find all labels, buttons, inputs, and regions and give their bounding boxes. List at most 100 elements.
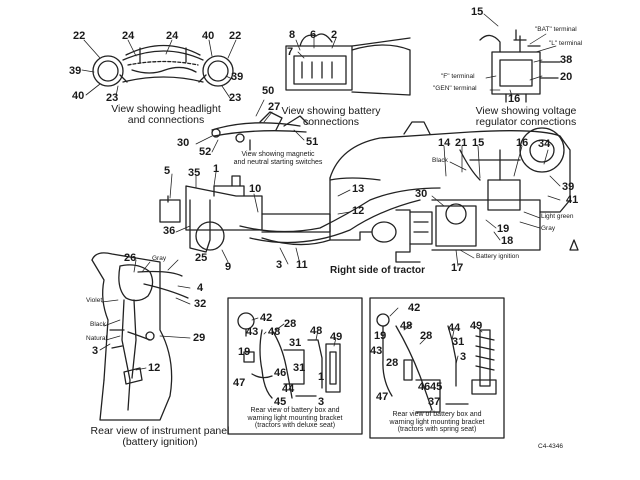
leader-lines <box>81 13 561 371</box>
gray-wire-label: Gray <box>541 225 556 232</box>
callout-29: 29 <box>193 332 206 344</box>
callout-31-deluxe-a: 31 <box>289 337 302 349</box>
callout-39-left: 39 <box>69 65 82 77</box>
callout-19-spring: 19 <box>374 330 387 342</box>
spring-box-drawing <box>369 297 505 439</box>
magnetic-switch-caption: View showing magnetic and neutral starti… <box>233 151 323 166</box>
callout-18: 18 <box>501 235 514 247</box>
callout-39-right: 39 <box>231 71 244 83</box>
callout-49-deluxe: 49 <box>330 331 343 343</box>
callout-17: 17 <box>451 262 464 274</box>
callout-28-deluxe: 28 <box>284 318 297 330</box>
callout-45-spring: 45 <box>430 381 443 393</box>
callout-12-side: 12 <box>352 205 365 217</box>
callout-46-deluxe: 46 <box>274 367 287 379</box>
callout-6: 6 <box>310 29 317 41</box>
callout-44-spring: 44 <box>448 322 461 334</box>
f-terminal-label: "F" terminal <box>441 73 475 80</box>
callout-1-side: 1 <box>213 163 220 175</box>
black-wire-label: Black <box>432 157 448 164</box>
callout-5: 5 <box>164 165 171 177</box>
callout-8: 8 <box>289 29 296 41</box>
callout-3-deluxe: 3 <box>318 396 325 408</box>
callout-36: 36 <box>163 225 176 237</box>
callout-30-side: 30 <box>415 188 428 200</box>
callout-12-panel: 12 <box>148 362 161 374</box>
light-green-wire-label: Light green <box>541 213 574 220</box>
callout-44-deluxe: 44 <box>282 383 295 395</box>
wire-label-leaders <box>101 33 557 341</box>
callout-46-spring: 46 <box>418 381 431 393</box>
callout-49-spring: 49 <box>470 320 483 332</box>
callout-22-right: 22 <box>229 30 242 42</box>
headlight-caption: View showing headlight and connections <box>111 103 221 127</box>
callout-3-spring: 3 <box>460 351 467 363</box>
callout-10: 10 <box>249 183 262 195</box>
callout-51: 51 <box>306 136 319 148</box>
callout-2: 2 <box>331 29 338 41</box>
callout-26: 26 <box>124 252 137 264</box>
right-side-caption: Right side of tractor <box>330 265 426 276</box>
callout-16-side: 16 <box>516 137 529 149</box>
callout-14: 14 <box>438 137 451 149</box>
callout-23-right: 23 <box>229 92 242 104</box>
callout-48-deluxe-b: 48 <box>310 325 323 337</box>
regulator-view-drawing <box>479 29 561 103</box>
callout-47-deluxe: 47 <box>233 377 246 389</box>
callout-47-spring: 47 <box>376 391 389 403</box>
callout-42-spring: 42 <box>408 302 421 314</box>
callout-48-spring: 48 <box>400 320 413 332</box>
callout-3-panel: 3 <box>92 345 99 357</box>
callout-27: 27 <box>268 101 281 113</box>
callout-22-left: 22 <box>73 30 86 42</box>
callout-23-left: 23 <box>106 92 119 104</box>
black-panel-wire-label: Black <box>90 321 106 328</box>
callout-48-deluxe-a: 48 <box>268 326 281 338</box>
callout-24-right: 24 <box>166 30 179 42</box>
callout-30-switch: 30 <box>177 137 190 149</box>
callout-16-reg: 16 <box>508 93 521 105</box>
callout-42-deluxe: 42 <box>260 312 273 324</box>
l-terminal-label: "L" terminal <box>549 40 583 47</box>
callout-40-top: 40 <box>202 30 215 42</box>
callout-35: 35 <box>188 167 201 179</box>
deluxe-box-drawing <box>227 297 363 435</box>
figure-code: C4-4346 <box>538 443 563 450</box>
tractor-side-drawing <box>159 121 579 263</box>
callout-9: 9 <box>225 261 232 273</box>
callout-38: 38 <box>560 54 573 66</box>
deluxe-seat-caption: Rear view of battery box and warning lig… <box>247 407 343 430</box>
callout-4: 4 <box>197 282 204 294</box>
callout-43-deluxe: 43 <box>246 326 259 338</box>
battery-ignition-label: Battery ignition <box>476 253 519 260</box>
callout-19-deluxe: 19 <box>238 346 251 358</box>
callout-50: 50 <box>262 85 275 97</box>
callout-13: 13 <box>352 183 365 195</box>
callout-25: 25 <box>195 252 208 264</box>
callout-43-spring: 43 <box>370 345 383 357</box>
violet-wire-label: Violet <box>86 297 103 304</box>
callout-41: 41 <box>566 194 579 206</box>
callout-52: 52 <box>199 146 212 158</box>
gray-panel-wire-label: Gray <box>152 255 167 262</box>
gen-terminal-label: "GEN" terminal <box>433 85 477 92</box>
callout-7: 7 <box>287 46 294 58</box>
callout-40-bottom: 40 <box>72 90 85 102</box>
callout-28-spring: 28 <box>420 330 433 342</box>
callout-31-spring: 31 <box>452 336 465 348</box>
spring-seat-caption: Rear view of battery box and warning lig… <box>389 411 485 434</box>
bat-terminal-label: "BAT" terminal <box>535 26 577 33</box>
callout-39-side: 39 <box>562 181 575 193</box>
callout-31-deluxe-b: 31 <box>293 362 306 374</box>
battery-view-drawing <box>285 33 411 96</box>
callout-3-side: 3 <box>276 259 283 271</box>
callout-34: 34 <box>538 138 551 150</box>
callout-24-left: 24 <box>122 30 135 42</box>
callout-1-deluxe: 1 <box>318 371 325 383</box>
callout-19-side: 19 <box>497 223 510 235</box>
callout-28-spring-b: 28 <box>386 357 399 369</box>
regulator-caption: View showing voltage regulator connectio… <box>475 105 577 129</box>
battery-caption: View showing battery connections <box>281 105 381 129</box>
